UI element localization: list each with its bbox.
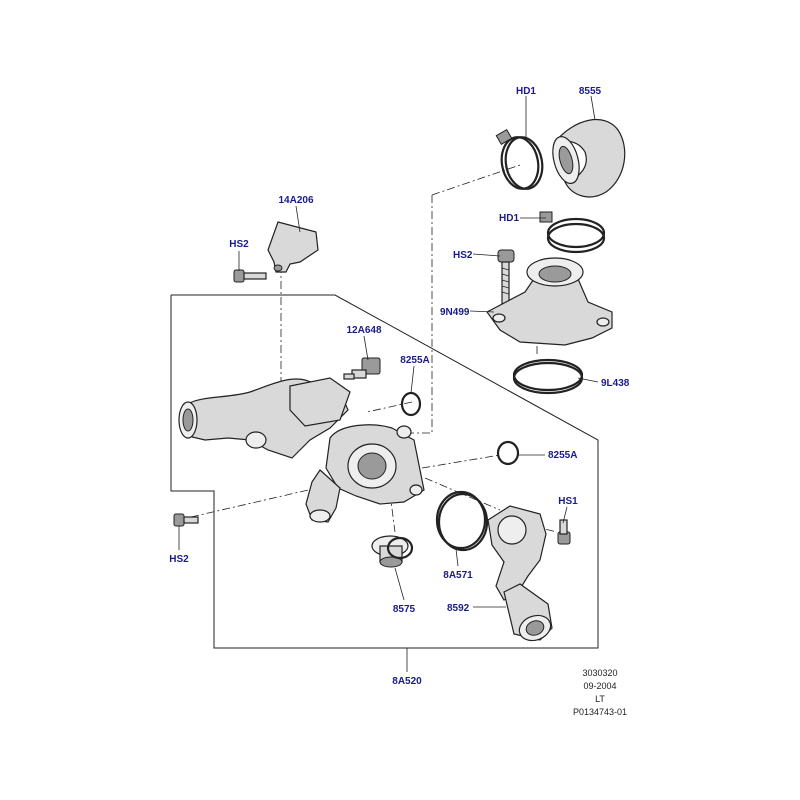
o-ring-lower: [496, 440, 520, 466]
diagram-code: 3030320: [582, 668, 617, 678]
label-9l438: 9L438: [601, 378, 630, 389]
bolt-hs1: [557, 519, 571, 545]
diagram-language: LT: [595, 694, 605, 704]
bolt-left-bottom: [173, 513, 199, 527]
label-14a206: 14A206: [278, 195, 313, 206]
hose-clamp-middle: [539, 211, 606, 254]
gasket: [435, 490, 489, 552]
outlet-elbow: [487, 505, 553, 642]
label-8592: 8592: [447, 603, 470, 614]
label-8555: 8555: [579, 86, 602, 97]
label-hs2-left-bottom: HS2: [169, 554, 189, 565]
label-hd1-middle: HD1: [499, 213, 519, 224]
leader-lines: [178, 95, 599, 608]
label-12a648: 12A648: [346, 325, 381, 336]
thermostat: [371, 535, 414, 568]
o-ring-large: [512, 358, 584, 395]
bolt-top-left: [233, 269, 267, 283]
label-hd1-top: HD1: [516, 86, 536, 97]
bolt-right: [497, 249, 515, 305]
label-8a520: 8A520: [392, 676, 422, 687]
outlet-housing: [486, 257, 613, 346]
label-hs2-left-top: HS2: [229, 239, 249, 250]
label-8575: 8575: [393, 604, 416, 615]
diagram-date: 09-2004: [583, 681, 616, 691]
temperature-sensor: [343, 357, 381, 380]
label-8a571: 8A571: [443, 570, 473, 581]
label-hs1: HS1: [558, 496, 578, 507]
label-9n499: 9N499: [440, 307, 470, 318]
bracket: [267, 221, 319, 273]
label-hs2-right: HS2: [453, 250, 473, 261]
diagram-reference: P0134743-01: [573, 707, 627, 717]
hose-elbow: [552, 118, 626, 198]
label-8255a-lower: 8255A: [548, 450, 577, 461]
label-8255a-upper: 8255A: [400, 355, 429, 366]
assembly-frame: [170, 294, 599, 672]
hose-clamp-top: [495, 128, 544, 190]
thermostat-housing: [178, 377, 425, 523]
